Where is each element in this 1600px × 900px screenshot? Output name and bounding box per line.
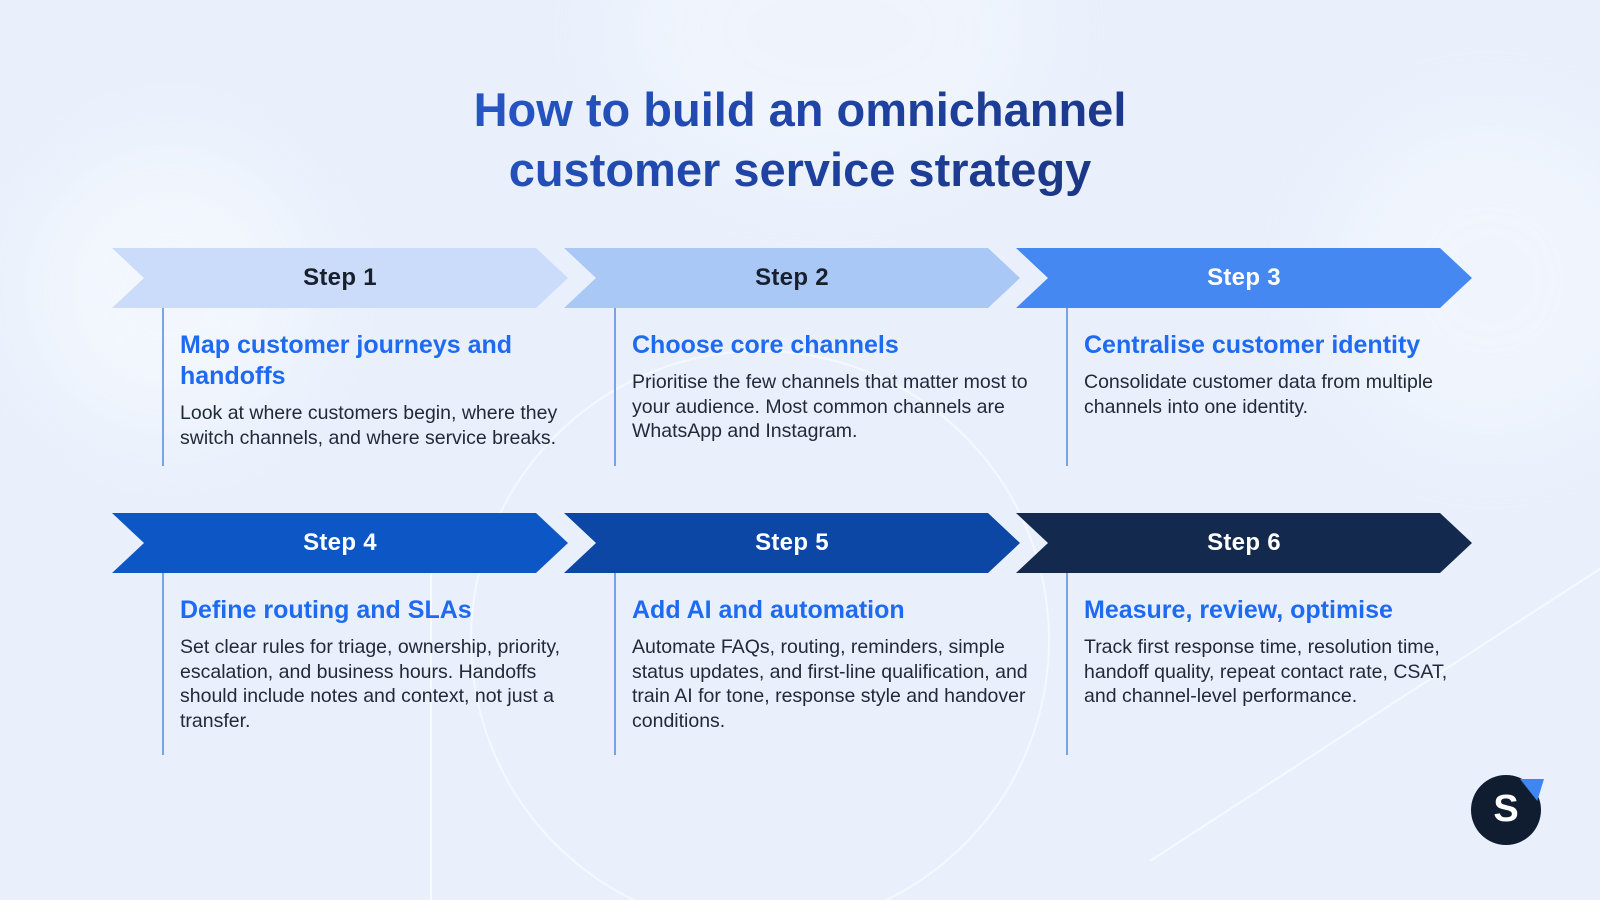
step-1-banner: Step 1 <box>112 248 568 308</box>
step-3-label: Step 3 <box>1207 264 1281 291</box>
step-2-block: Step 2 Choose core channels Prioritise t… <box>564 248 1028 466</box>
step-3-connector-line <box>1066 308 1068 466</box>
step-6-label: Step 6 <box>1207 529 1281 556</box>
page-title: How to build an omnichannel customer ser… <box>0 80 1600 200</box>
step-1-connector-line <box>162 308 164 466</box>
step-4-content: Define routing and SLAs Set clear rules … <box>180 595 576 733</box>
step-3-block: Step 3 Centralise customer identity Cons… <box>1016 248 1472 466</box>
step-5-connector-line <box>614 573 616 755</box>
step-6-content: Measure, review, optimise Track first re… <box>1084 595 1480 709</box>
step-2-connector-line <box>614 308 616 466</box>
brand-logo: S <box>1471 775 1544 845</box>
step-3-banner: Step 3 <box>1016 248 1472 308</box>
step-6-block: Step 6 Measure, review, optimise Track f… <box>1016 513 1472 755</box>
step-5-banner: Step 5 <box>564 513 1020 573</box>
step-6-connector-line <box>1066 573 1068 755</box>
step-1-heading: Map customer journeys and handoffs <box>180 331 513 390</box>
step-4-heading: Define routing and SLAs <box>180 596 472 624</box>
step-4-banner: Step 4 <box>112 513 568 573</box>
step-1-label: Step 1 <box>303 264 377 291</box>
step-5-description: Automate FAQs, routing, reminders, simpl… <box>632 636 1028 732</box>
step-5-content: Add AI and automation Automate FAQs, rou… <box>632 595 1028 733</box>
step-3-heading: Centralise customer identity <box>1084 331 1421 359</box>
step-4-label: Step 4 <box>303 529 377 556</box>
step-2-label: Step 2 <box>755 264 829 291</box>
step-5-heading: Add AI and automation <box>632 596 905 624</box>
brand-logo-letter: S <box>1493 788 1519 830</box>
step-2-heading: Choose core channels <box>632 331 899 359</box>
step-4-connector-line <box>162 573 164 755</box>
step-5-block: Step 5 Add AI and automation Automate FA… <box>564 513 1028 755</box>
background-arc <box>470 350 1050 900</box>
step-1-block: Step 1 Map customer journeys and handoff… <box>112 248 568 466</box>
step-1-description: Look at where customers begin, where the… <box>180 402 558 449</box>
step-4-description: Set clear rules for triage, ownership, p… <box>180 636 561 732</box>
step-5-label: Step 5 <box>755 529 829 556</box>
page-title-line1: How to build an omnichannel <box>473 83 1127 136</box>
step-3-description: Consolidate customer data from multiple … <box>1084 371 1433 418</box>
step-6-description: Track first response time, resolution ti… <box>1084 636 1448 707</box>
step-2-content: Choose core channels Prioritise the few … <box>632 330 1028 444</box>
background-line <box>430 560 432 900</box>
brand-logo-triangle-icon <box>1520 779 1544 801</box>
step-2-description: Prioritise the few channels that matter … <box>632 371 1028 442</box>
step-6-banner: Step 6 <box>1016 513 1472 573</box>
page-title-line2: customer service strategy <box>508 143 1092 196</box>
step-2-banner: Step 2 <box>564 248 1020 308</box>
step-1-content: Map customer journeys and handoffs Look … <box>180 330 576 450</box>
step-6-heading: Measure, review, optimise <box>1084 596 1393 624</box>
step-3-content: Centralise customer identity Consolidate… <box>1084 330 1480 419</box>
step-4-block: Step 4 Define routing and SLAs Set clear… <box>112 513 568 755</box>
